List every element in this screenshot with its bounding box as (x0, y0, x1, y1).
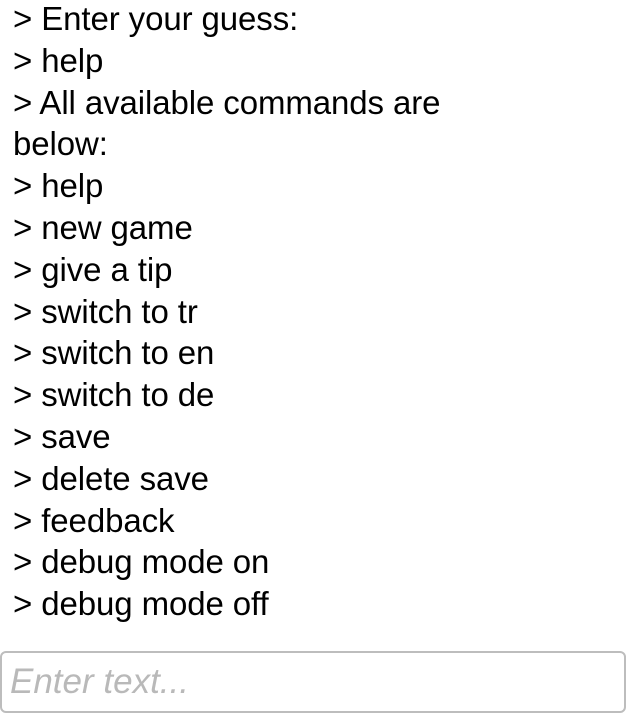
console-line-prompt: > Enter your guess: (13, 0, 299, 37)
console-line-commands-header: > All available commands are below: (13, 83, 441, 163)
console-line-command-debug-on: > debug mode on (13, 543, 270, 581)
console-line-command-switch-en: > switch to en (13, 334, 215, 372)
text-input-container[interactable] (0, 651, 626, 713)
console-line-command-give-tip: > give a tip (13, 250, 173, 288)
console-line-command-new-game: > new game (13, 208, 193, 246)
text-input[interactable] (2, 653, 624, 711)
console-line-command-delete-save: > delete save (13, 459, 209, 497)
console-line-user-command: > help (13, 41, 104, 79)
console-line-command-feedback: > feedback (13, 501, 175, 539)
console-line-command-help: > help (13, 167, 104, 205)
console-line-command-debug-off: > debug mode off (13, 585, 269, 623)
console-line-command-save: > save (13, 417, 111, 455)
console-line-command-switch-de: > switch to de (13, 376, 215, 414)
console-line-command-switch-tr: > switch to tr (13, 292, 198, 330)
console-output: > Enter your guess: > help > All availab… (13, 0, 613, 625)
